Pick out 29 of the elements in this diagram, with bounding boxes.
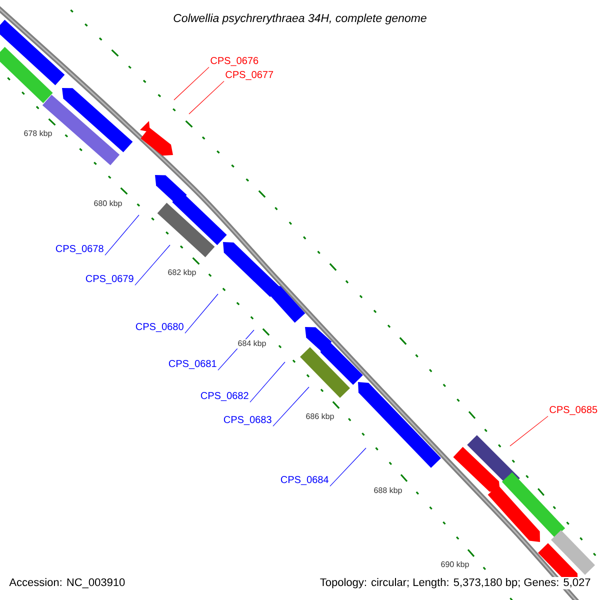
leader-line <box>134 244 170 286</box>
scale-label: 678 kbp <box>22 129 54 139</box>
gene-label: CPS_0685 <box>550 406 598 415</box>
gene-label: CPS_0684 <box>280 476 328 485</box>
gene-label: CPS_0676 <box>210 57 258 66</box>
leader-line <box>188 80 224 114</box>
leader-line <box>330 448 366 486</box>
leader-line <box>510 416 548 446</box>
scale-label: 690 kbp <box>440 560 470 570</box>
gene-label: CPS_0678 <box>56 245 104 254</box>
leader-line <box>184 294 218 334</box>
gene-label: CPS_0680 <box>136 323 184 332</box>
leader-line <box>174 66 210 100</box>
scale-label: 686 kbp <box>304 412 336 422</box>
accession-text: Accession: NC_003910 <box>8 577 126 590</box>
gene-label: CPS_0677 <box>226 71 274 80</box>
leader-line <box>250 362 286 402</box>
scale-label: 688 kbp <box>372 486 404 496</box>
leader-line <box>104 214 140 256</box>
scale-label: 682 kbp <box>166 268 198 278</box>
scale-label: 684 kbp <box>236 339 268 349</box>
scale-label: 680 kbp <box>92 199 124 209</box>
title: Colwellia psychrerythraea 34H, complete genome <box>174 14 426 24</box>
leader-line <box>272 386 310 426</box>
gene-label: CPS_0682 <box>200 392 248 401</box>
gene-label: CPS_0679 <box>86 275 134 284</box>
genome-info-text: Topology: circular; Length: 5,373,180 bp; Genes: 5,027 <box>318 577 592 590</box>
gene-label: CPS_0681 <box>168 360 216 369</box>
gene-label: CPS_0683 <box>224 416 272 425</box>
